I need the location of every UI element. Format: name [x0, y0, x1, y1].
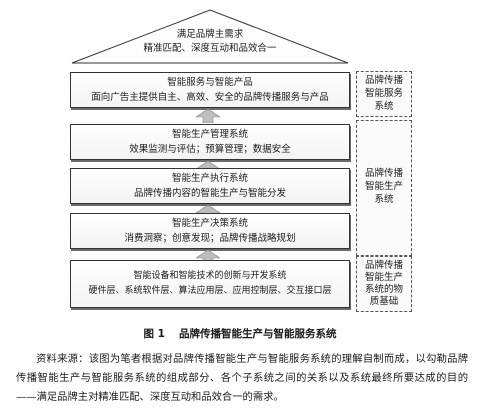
side-line: 品牌传播 [364, 260, 403, 271]
side-line: 系统 [374, 194, 394, 205]
layer-title: 智能生产管理系统 [171, 129, 248, 140]
layer-intelligent-service: 智能服务与智能产品 面向广告主提供自主、高效、安全的品牌传播服务与产品 [70, 72, 350, 108]
roof-label: 满足品牌主需求 精准匹配、深度互动和品效合一 [70, 28, 350, 56]
side-line: 智能服务 [364, 88, 403, 99]
figure-number: 图 1 [143, 328, 165, 340]
figure-caption: 图 1 品牌传播智能生产与智能服务系统 [0, 326, 480, 341]
layer-description: 硬件层、系统软件层、算法应用层、应用控制层、交互接口层 [88, 286, 332, 296]
side-line: 系统 [374, 101, 394, 112]
layer-description: 品牌传播内容的智能生产与智能分发 [133, 188, 286, 199]
up-arrow-icon [196, 250, 220, 264]
layer-production-decision: 智能生产决策系统 消费洞察；创意发现；品牌传播战略规划 [70, 213, 350, 249]
figure-title: 品牌传播智能生产与智能服务系统 [178, 328, 337, 340]
side-line: 品牌传播 [364, 168, 403, 179]
layer-title: 智能生产执行系统 [171, 173, 248, 184]
layer-description: 消费洞察；创意发现；品牌传播战略规划 [124, 233, 296, 244]
layer-title: 智能生产决策系统 [171, 218, 248, 229]
side-label-material-basis: 品牌传播 智能生产 系统的物 质基础 [356, 256, 412, 312]
layer-title: 智能服务与智能产品 [167, 77, 253, 88]
layer-production-execution: 智能生产执行系统 品牌传播内容的智能生产与智能分发 [70, 168, 350, 204]
layer-production-management: 智能生产管理系统 效果监测与评估；预算管理；数据安全 [70, 124, 350, 160]
side-line: 智能生产 [364, 272, 403, 283]
layer-title: 智能设备和智能技术的创新与开发系统 [133, 271, 287, 281]
up-arrow-icon [196, 109, 220, 123]
side-line: 品牌传播 [364, 75, 403, 86]
side-line: 系统的物 [364, 284, 403, 295]
layer-description: 效果监测与评估；预算管理；数据安全 [129, 144, 291, 155]
layer-description: 面向广告主提供自主、高效、安全的品牌传播服务与产品 [91, 92, 329, 103]
side-label-production-system: 品牌传播 智能生产 系统 [356, 120, 412, 256]
layer-device-technology: 智能设备和智能技术的创新与开发系统 硬件层、系统软件层、算法应用层、应用控制层、… [70, 260, 350, 308]
roof-line-2: 精准匹配、深度互动和品效合一 [143, 43, 277, 54]
roof-line-1: 满足品牌主需求 [176, 29, 244, 40]
side-line: 质基础 [369, 296, 399, 307]
side-label-service-system: 品牌传播 智能服务 系统 [356, 71, 412, 117]
side-line: 智能生产 [364, 181, 403, 192]
source-note: 资料来源：该图为笔者根据对品牌传播智能生产与智能服务系统的理解自制而成，以勾勒品… [16, 353, 468, 403]
roof-shape [71, 9, 349, 64]
